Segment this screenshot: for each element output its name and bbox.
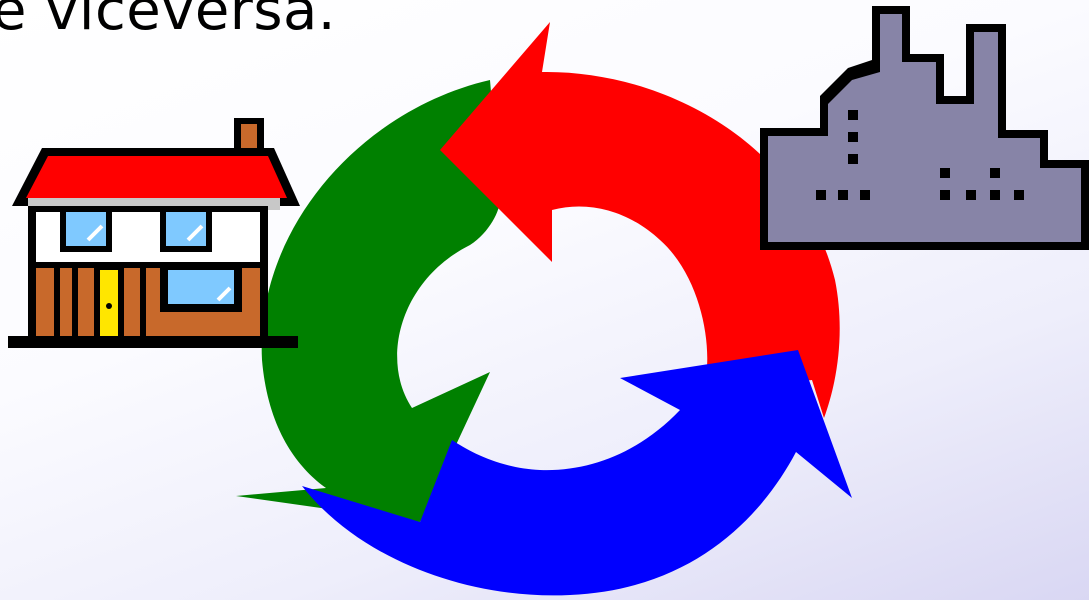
factory-icon	[760, 6, 1089, 250]
cycle-arrows-icon	[236, 22, 852, 595]
house-icon	[8, 118, 300, 348]
